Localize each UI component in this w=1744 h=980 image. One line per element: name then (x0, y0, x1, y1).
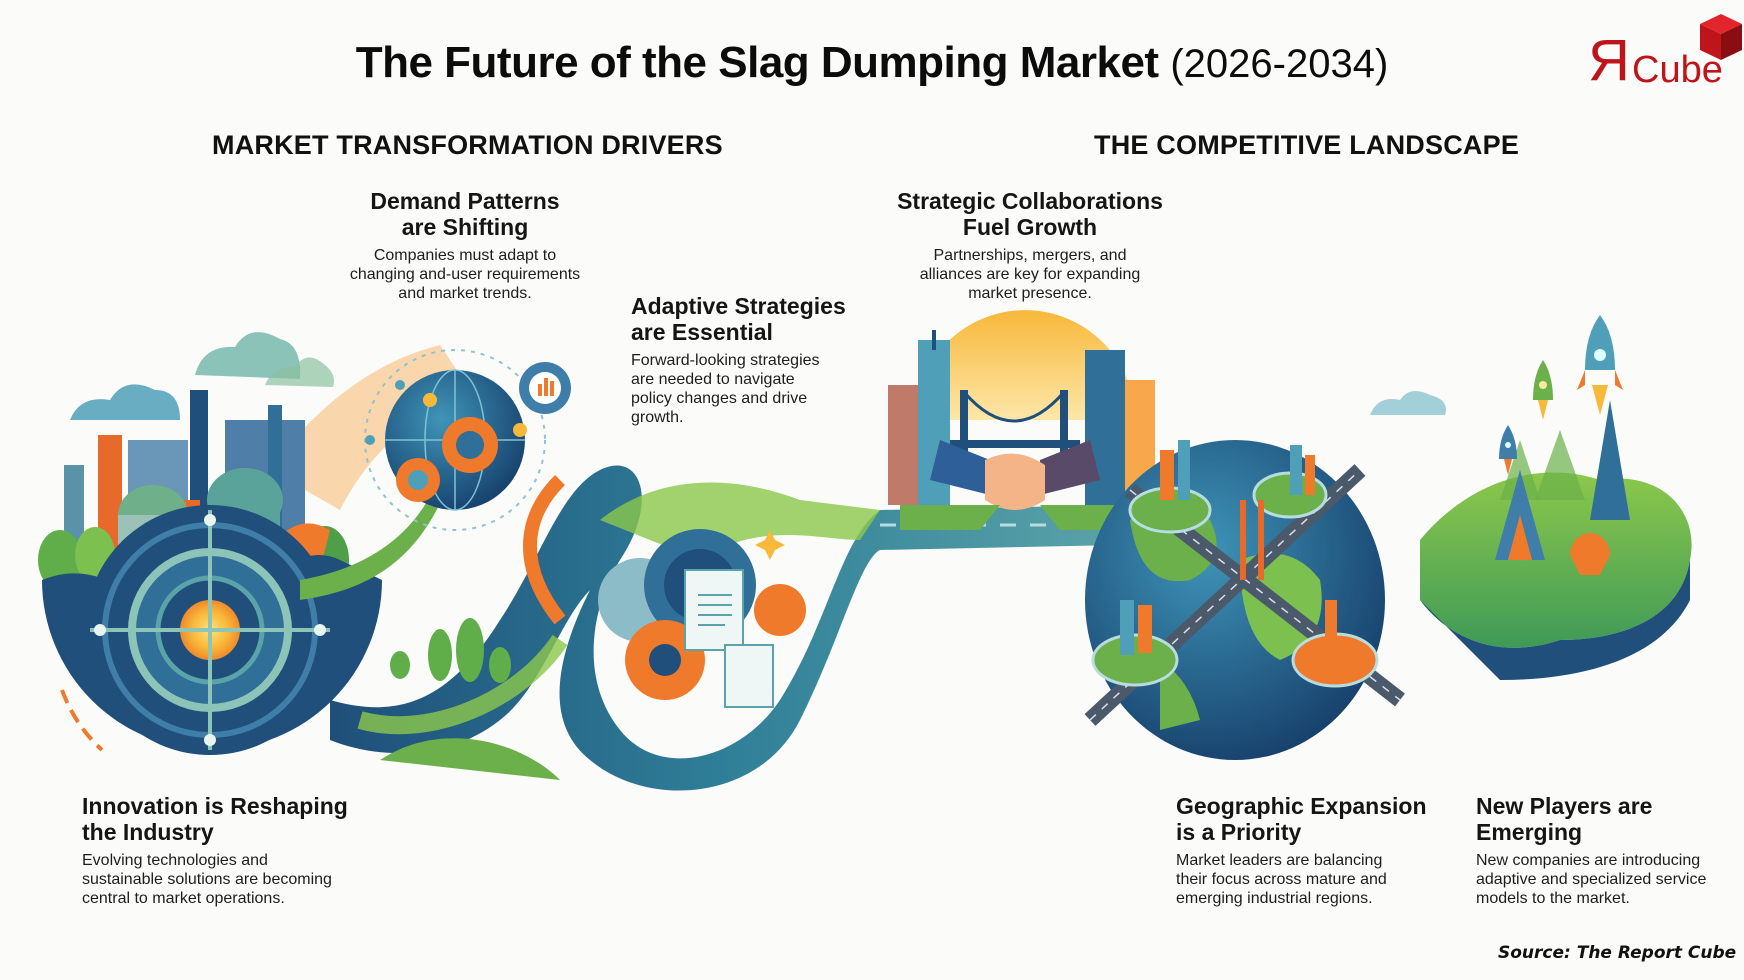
card-body: Evolving technologies and sustainable so… (82, 852, 332, 907)
report-cube-logo: Я Cube (1580, 8, 1744, 93)
card-body: Forward-looking strategies are needed to… (631, 352, 820, 426)
logo-text: Cube (1632, 49, 1723, 91)
title-main: The Future of the Slag Dumping Market (355, 38, 1159, 87)
card-demand-patterns: Demand Patterns are Shifting Companies m… (330, 188, 600, 303)
globe-roads-illustration (1084, 440, 1405, 760)
card-heading: Demand Patterns are Shifting (370, 188, 560, 240)
globe-gears-illustration (364, 349, 571, 531)
section-title-drivers: MARKET TRANSFORMATION DRIVERS (212, 130, 723, 160)
title-years: (2026-2034) (1170, 42, 1389, 86)
card-geographic-expansion: Geographic Expansion is a Priority Marke… (1176, 793, 1446, 908)
cube-icon (1700, 14, 1742, 60)
card-heading: Strategic Collaborations Fuel Growth (897, 188, 1163, 240)
industry-illustration (38, 332, 470, 755)
handshake-bridge-illustration (888, 310, 1155, 530)
rocket-medium (1533, 360, 1553, 420)
card-heading: Adaptive Strategies are Essential (631, 293, 846, 345)
card-heading: Innovation is Reshaping the Industry (82, 793, 348, 845)
card-strategic-collaborations: Strategic Collaborations Fuel Growth Par… (890, 188, 1170, 303)
card-body: Partnerships, mergers, and alliances are… (919, 247, 1141, 302)
page-title: The Future of the Slag Dumping Market (2… (0, 38, 1744, 88)
winding-road (330, 465, 1120, 791)
logo-letter: Я (1588, 28, 1630, 93)
card-body: Market leaders are balancing their focus… (1176, 852, 1387, 907)
rocket-small (1499, 425, 1517, 475)
rockets-islands-illustration (1370, 315, 1692, 680)
card-adaptive-strategies: Adaptive Strategies are Essential Forwar… (631, 293, 861, 427)
card-innovation: Innovation is Reshaping the Industry Evo… (82, 793, 382, 908)
source-caption: Source: The Report Cube (1498, 943, 1737, 963)
gear-documents-illustration (598, 529, 806, 708)
card-heading: Geographic Expansion is a Priority (1176, 793, 1427, 845)
rocket-large (1577, 315, 1623, 415)
card-heading: New Players are Emerging (1476, 793, 1653, 845)
card-new-players: New Players are Emerging New companies a… (1476, 793, 1736, 908)
section-title-landscape: THE COMPETITIVE LANDSCAPE (1094, 130, 1520, 160)
card-body: New companies are introducing adaptive a… (1476, 852, 1707, 907)
card-body: Companies must adapt to changing and-use… (349, 247, 581, 302)
